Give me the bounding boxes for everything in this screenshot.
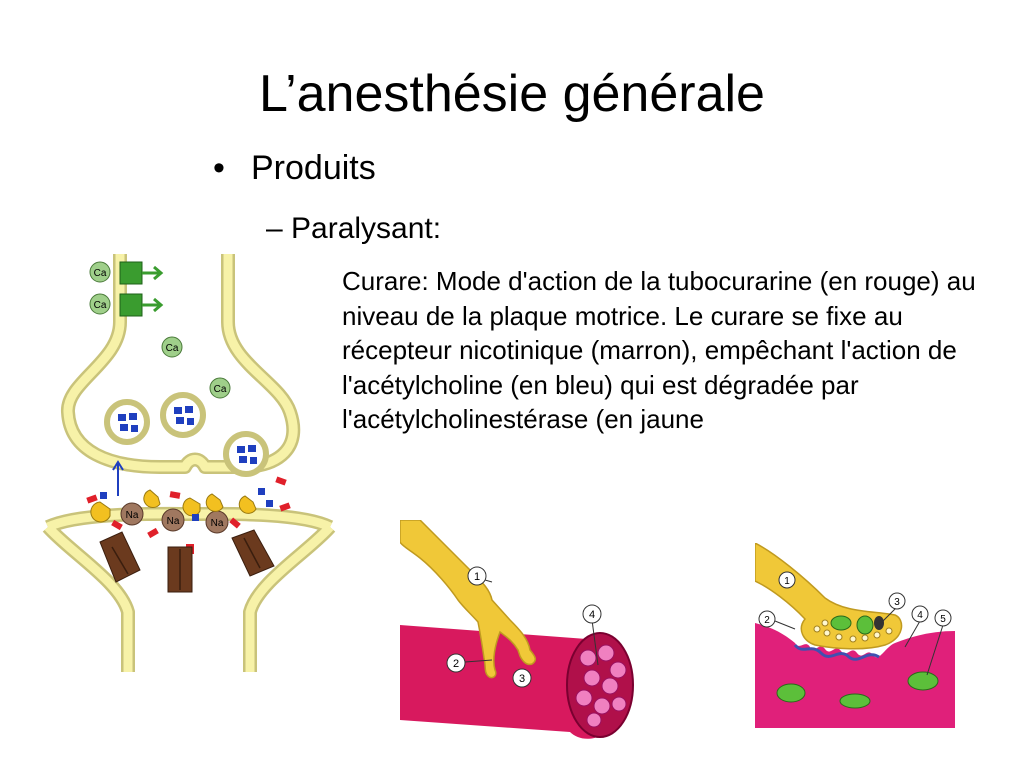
label-3: 3: [880, 592, 906, 624]
sodium-ion: Na: [120, 502, 144, 526]
svg-text:3: 3: [519, 673, 525, 685]
label-2: 2: [446, 653, 493, 673]
motor-plate-diagram: 1 2 3 4 5: [755, 543, 955, 728]
label-4: 4: [582, 604, 602, 666]
nicotinic-receptor: [167, 546, 193, 593]
label-5: 5: [926, 609, 952, 676]
acetylcholinesterase: [205, 493, 224, 512]
svg-text:1: 1: [474, 571, 480, 583]
svg-text:Na: Na: [126, 510, 139, 521]
svg-text:5: 5: [940, 614, 946, 625]
mitochondrion: [776, 683, 806, 703]
svg-text:1: 1: [784, 576, 790, 587]
synaptic-vesicle: [160, 392, 206, 438]
myofibrils: [575, 644, 627, 728]
acetylcholinesterase: [238, 495, 257, 514]
bullet-produits: • Produits: [213, 146, 376, 190]
label-4: 4: [904, 605, 929, 648]
acetylcholinesterase: [182, 497, 201, 517]
svg-text:Ca: Ca: [94, 300, 107, 311]
label-1: 1: [778, 571, 796, 589]
calcium-ion: Ca: [161, 336, 183, 358]
bullet-paralysant: – Paralysant:: [266, 212, 442, 245]
svg-text:3: 3: [894, 597, 900, 608]
acetylcholine-molecule: [100, 488, 273, 521]
svg-text:Na: Na: [211, 518, 224, 529]
acetylcholinesterase: [143, 489, 161, 508]
svg-text:Ca: Ca: [94, 268, 107, 279]
nicotinic-receptor: [231, 529, 275, 577]
calcium-ion: Ca: [89, 293, 111, 315]
svg-text:Ca: Ca: [214, 384, 227, 395]
nerve-terminal: [400, 520, 537, 679]
muscle-fiber-diagram: 1 2 3 4: [400, 520, 634, 739]
synaptic-vesicle: [104, 399, 150, 445]
label-1: 1: [467, 566, 493, 586]
sodium-ion: Na: [161, 508, 185, 532]
mitochondrion: [856, 615, 874, 635]
bullet-dot: •: [213, 149, 225, 187]
svg-text:2: 2: [453, 658, 459, 670]
svg-text:Na: Na: [167, 516, 180, 527]
svg-text:4: 4: [589, 609, 595, 621]
mitochondrion: [839, 693, 871, 709]
calcium-ion: Ca: [89, 261, 111, 283]
mitochondrion: [907, 671, 939, 691]
receptor-band: [793, 643, 880, 661]
calcium-ion: Ca: [209, 377, 231, 399]
label-3: 3: [512, 668, 532, 688]
synaptic-vesicle: [223, 431, 269, 477]
svg-text:Ca: Ca: [166, 343, 179, 354]
nicotinic-receptor: [99, 531, 141, 583]
label-2: 2: [758, 610, 796, 630]
synapse-diagram: Ca Ca Ca Ca Na Na Na: [42, 254, 336, 672]
svg-text:2: 2: [764, 615, 770, 626]
svg-text:4: 4: [917, 610, 923, 621]
sodium-ion: Na: [205, 510, 229, 534]
acetylcholinesterase: [90, 501, 111, 523]
vesicles: [813, 619, 893, 643]
curare-caption: Curare: Mode d'action de la tubocurarine…: [342, 266, 976, 434]
slide-title: L’anesthésie générale: [259, 65, 765, 123]
mitochondrion: [830, 615, 852, 631]
postsynaptic-membrane: [42, 506, 336, 672]
bullet-produits-text: Produits: [251, 149, 376, 187]
calcium-channel: [119, 261, 164, 317]
